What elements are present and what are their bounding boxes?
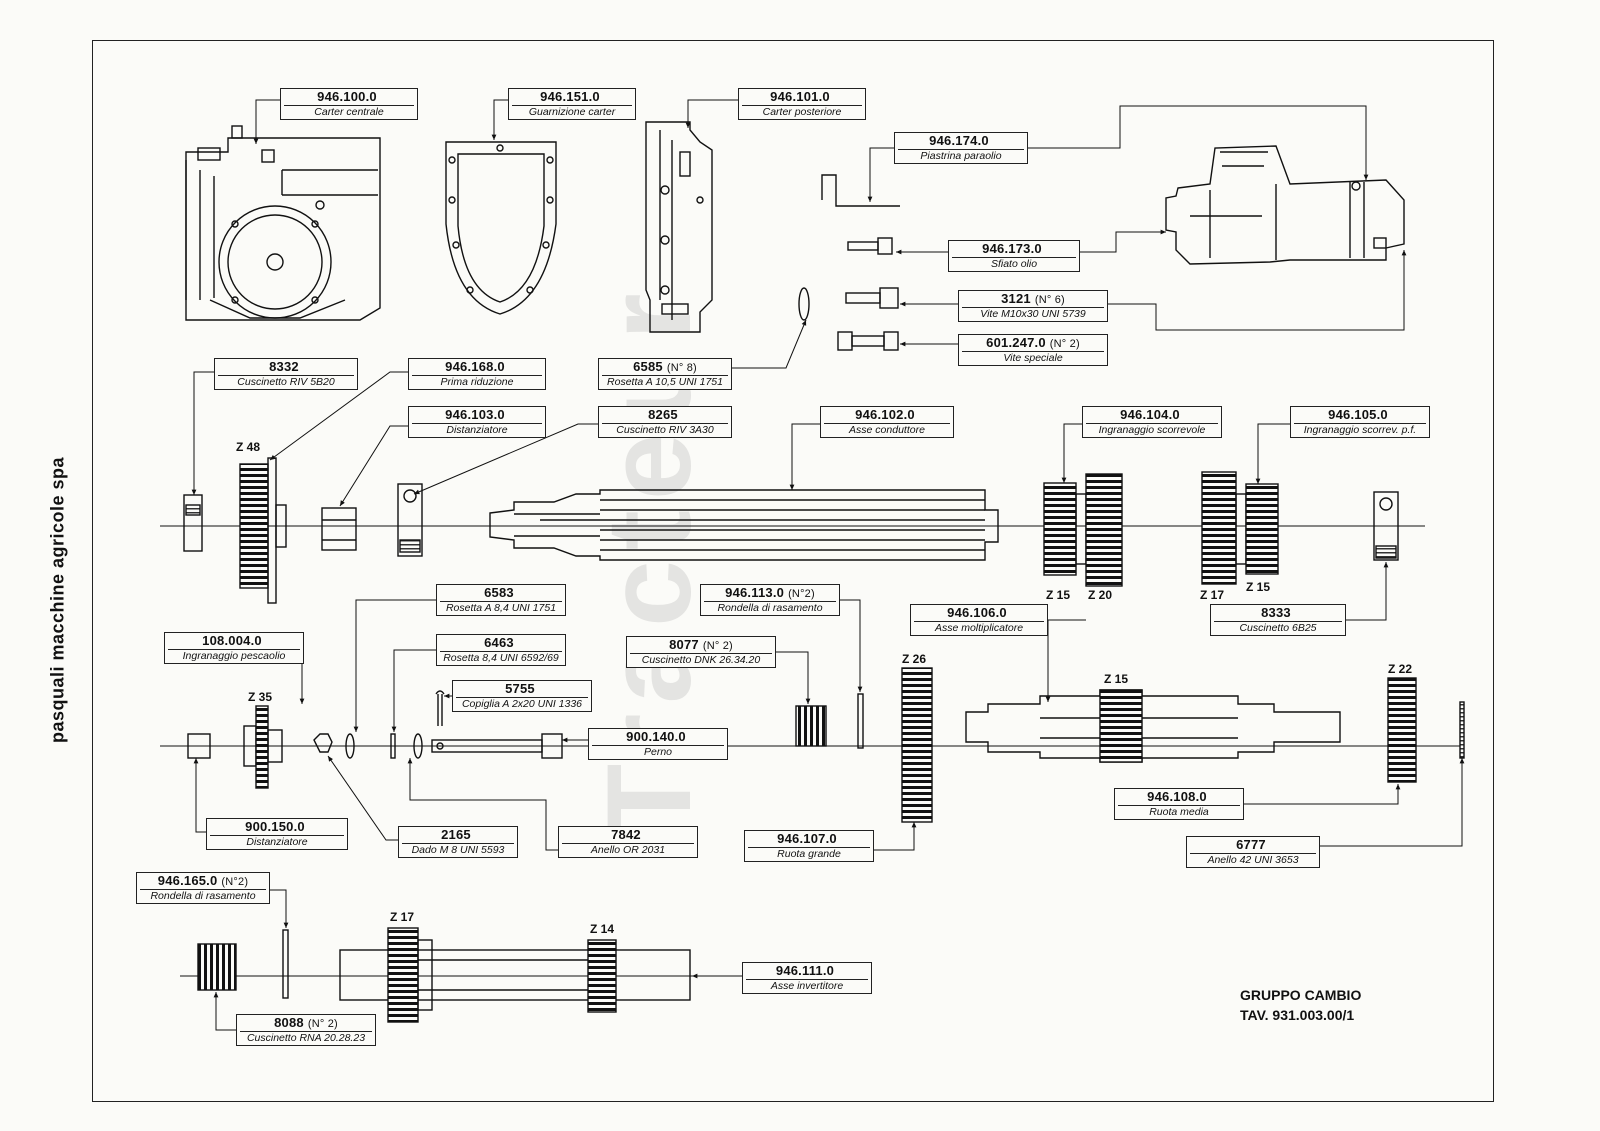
gear-z26-drawing bbox=[901, 667, 933, 823]
nut-2165-drawing bbox=[313, 733, 333, 753]
oring-7842-drawing bbox=[413, 733, 423, 759]
label-sfiato-olio: 946.173.0 Sfiato olio bbox=[948, 240, 1080, 272]
label-cuscinetto-8333: 8333 Cuscinetto 6B25 bbox=[1210, 604, 1346, 636]
gear-tag: Z 35 bbox=[248, 690, 273, 704]
shaft-asse-moltiplicatore-drawing bbox=[965, 689, 1341, 763]
carter-centrale-drawing bbox=[185, 125, 381, 321]
label-dado-2165: 2165 Dado M 8 UNI 5593 bbox=[398, 826, 518, 858]
guarnizione-carter-drawing bbox=[445, 141, 557, 315]
gear-tag: Z 15 bbox=[1104, 672, 1129, 686]
gear-tag: Z 14 bbox=[590, 922, 615, 936]
label-prima-riduzione: 946.168.0 Prima riduzione bbox=[408, 358, 546, 390]
gear-tag: Z 22 bbox=[1388, 662, 1413, 676]
sfiato-olio-drawing bbox=[847, 237, 893, 255]
label-carter-posteriore: 946.101.0 Carter posteriore bbox=[738, 88, 866, 120]
gear-z35-drawing bbox=[243, 705, 283, 789]
shaft-asse-conduttore-drawing bbox=[489, 489, 999, 561]
vite-speciale-drawing bbox=[837, 331, 899, 351]
drawing-frame bbox=[92, 40, 1494, 1102]
spacer-946103-drawing bbox=[321, 507, 357, 551]
bearing-8333-drawing bbox=[1373, 491, 1399, 561]
label-ingranaggio-pescaolio: 108.004.0 Ingranaggio pescaolio bbox=[164, 632, 304, 664]
label-distanziatore-900150: 900.150.0 Distanziatore bbox=[206, 818, 348, 850]
label-asse-invertitore: 946.111.0 Asse invertitore bbox=[742, 962, 872, 994]
label-rondella-946113: 946.113.0(N°2) Rondella di rasamento bbox=[700, 584, 840, 616]
label-copiglia-5755: 5755 Copiglia A 2x20 UNI 1336 bbox=[452, 680, 592, 712]
group-title: GRUPPO CAMBIO bbox=[1240, 987, 1362, 1003]
washer-946113-drawing bbox=[857, 693, 864, 749]
carter-posteriore-drawing bbox=[645, 121, 713, 333]
rosetta-6585-drawing bbox=[798, 287, 810, 321]
gear-z15-z20-drawing bbox=[1043, 473, 1123, 587]
label-ingranaggio-scorrevole: 946.104.0 Ingranaggio scorrevole bbox=[1082, 406, 1222, 438]
label-anello-6777: 6777 Anello 42 UNI 3653 bbox=[1186, 836, 1320, 868]
gear-tag: Z 17 bbox=[390, 910, 415, 924]
label-cuscinetto-8077: 8077(N° 2) Cuscinetto DNK 26.34.20 bbox=[626, 636, 776, 668]
vite-3121-drawing bbox=[845, 287, 899, 309]
washer-946165-drawing bbox=[282, 929, 289, 999]
title-block: GRUPPO CAMBIO TAV. 931.003.00/1 bbox=[1240, 985, 1361, 1025]
gear-z48-drawing bbox=[239, 457, 287, 604]
label-rosetta-6585: 6585(N° 8) Rosetta A 10,5 UNI 1751 bbox=[598, 358, 732, 390]
label-guarnizione-carter: 946.151.0 Guarnizione carter bbox=[508, 88, 636, 120]
spacer-900150-drawing bbox=[187, 733, 211, 759]
cotter-5755-drawing bbox=[435, 690, 445, 726]
gear-tag: Z 15 bbox=[1046, 588, 1071, 602]
gearbox-assembly-drawing bbox=[1165, 145, 1405, 265]
label-ruota-media: 946.108.0 Ruota media bbox=[1114, 788, 1244, 820]
bearing-8088-drawing bbox=[197, 943, 237, 991]
shaft-asse-invertitore-drawing bbox=[339, 927, 691, 1023]
label-perno: 900.140.0 Perno bbox=[588, 728, 728, 760]
gear-tag: Z 20 bbox=[1088, 588, 1113, 602]
gear-tag: Z 48 bbox=[236, 440, 261, 454]
ring-6777-drawing bbox=[1459, 701, 1465, 759]
label-rosetta-6583: 6583 Rosetta A 8,4 UNI 1751 bbox=[436, 584, 566, 616]
label-ingranaggio-scorrev-pf: 946.105.0 Ingranaggio scorrev. p.f. bbox=[1290, 406, 1430, 438]
label-piastrina-paraolio: 946.174.0 Piastrina paraolio bbox=[894, 132, 1028, 164]
label-carter-centrale: 946.100.0 Carter centrale bbox=[280, 88, 418, 120]
gear-z22-drawing bbox=[1387, 677, 1417, 783]
bearing-8332-drawing bbox=[183, 494, 203, 552]
label-vite-speciale: 601.247.0(N° 2) Vite speciale bbox=[958, 334, 1108, 366]
gear-z17-z15-drawing bbox=[1201, 471, 1279, 585]
piastrina-drawing bbox=[821, 174, 900, 207]
bearing-8265-drawing bbox=[397, 483, 423, 557]
washer-6463-drawing bbox=[390, 733, 396, 759]
label-cuscinetto-8332: 8332 Cuscinetto RIV 5B20 bbox=[214, 358, 358, 390]
label-cuscinetto-8088: 8088(N° 2) Cuscinetto RNA 20.28.23 bbox=[236, 1014, 376, 1046]
label-ruota-grande: 946.107.0 Ruota grande bbox=[744, 830, 874, 862]
gear-tag: Z 26 bbox=[902, 652, 927, 666]
label-rosetta-6463: 6463 Rosetta 8,4 UNI 6592/69 bbox=[436, 634, 566, 666]
pin-900140-drawing bbox=[431, 733, 563, 759]
label-rondella-946165: 946.165.0(N°2) Rondella di rasamento bbox=[136, 872, 270, 904]
label-distanziatore-946103: 946.103.0 Distanziatore bbox=[408, 406, 546, 438]
gear-tag: Z 17 bbox=[1200, 588, 1225, 602]
label-asse-moltiplicatore: 946.106.0 Asse moltiplicatore bbox=[910, 604, 1048, 636]
bearing-8077-drawing bbox=[795, 705, 827, 747]
gear-tag: Z 15 bbox=[1246, 580, 1271, 594]
label-vite-3121: 3121(N° 6) Vite M10x30 UNI 5739 bbox=[958, 290, 1108, 322]
label-anello-or: 7842 Anello OR 2031 bbox=[558, 826, 698, 858]
washer-6583-drawing bbox=[345, 733, 355, 759]
label-asse-conduttore: 946.102.0 Asse conduttore bbox=[820, 406, 954, 438]
label-cuscinetto-8265: 8265 Cuscinetto RIV 3A30 bbox=[598, 406, 732, 438]
table-number: TAV. 931.003.00/1 bbox=[1240, 1007, 1355, 1023]
